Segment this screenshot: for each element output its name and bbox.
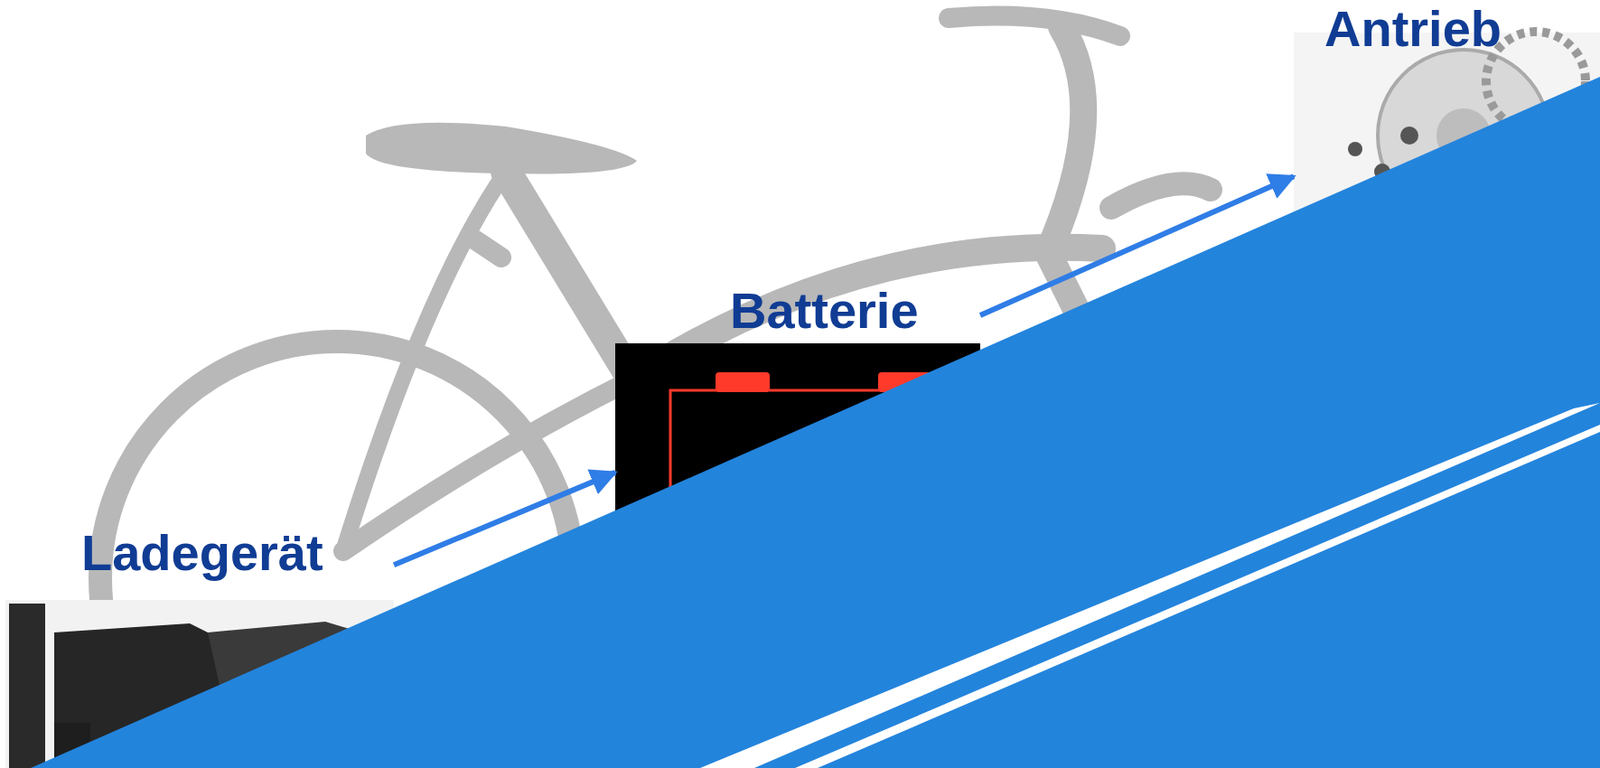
flow-arrow (393, 472, 616, 565)
component-heading: Batterie (729, 281, 981, 340)
white-stripe (795, 424, 1600, 768)
flow-arrow (980, 176, 1294, 316)
component-heading: Ladegerät (81, 523, 394, 582)
saddle (365, 122, 637, 175)
component-heading: Antrieb (1324, 0, 1600, 58)
diagonal-band (30, 76, 1600, 768)
white-stripe (700, 402, 1600, 768)
